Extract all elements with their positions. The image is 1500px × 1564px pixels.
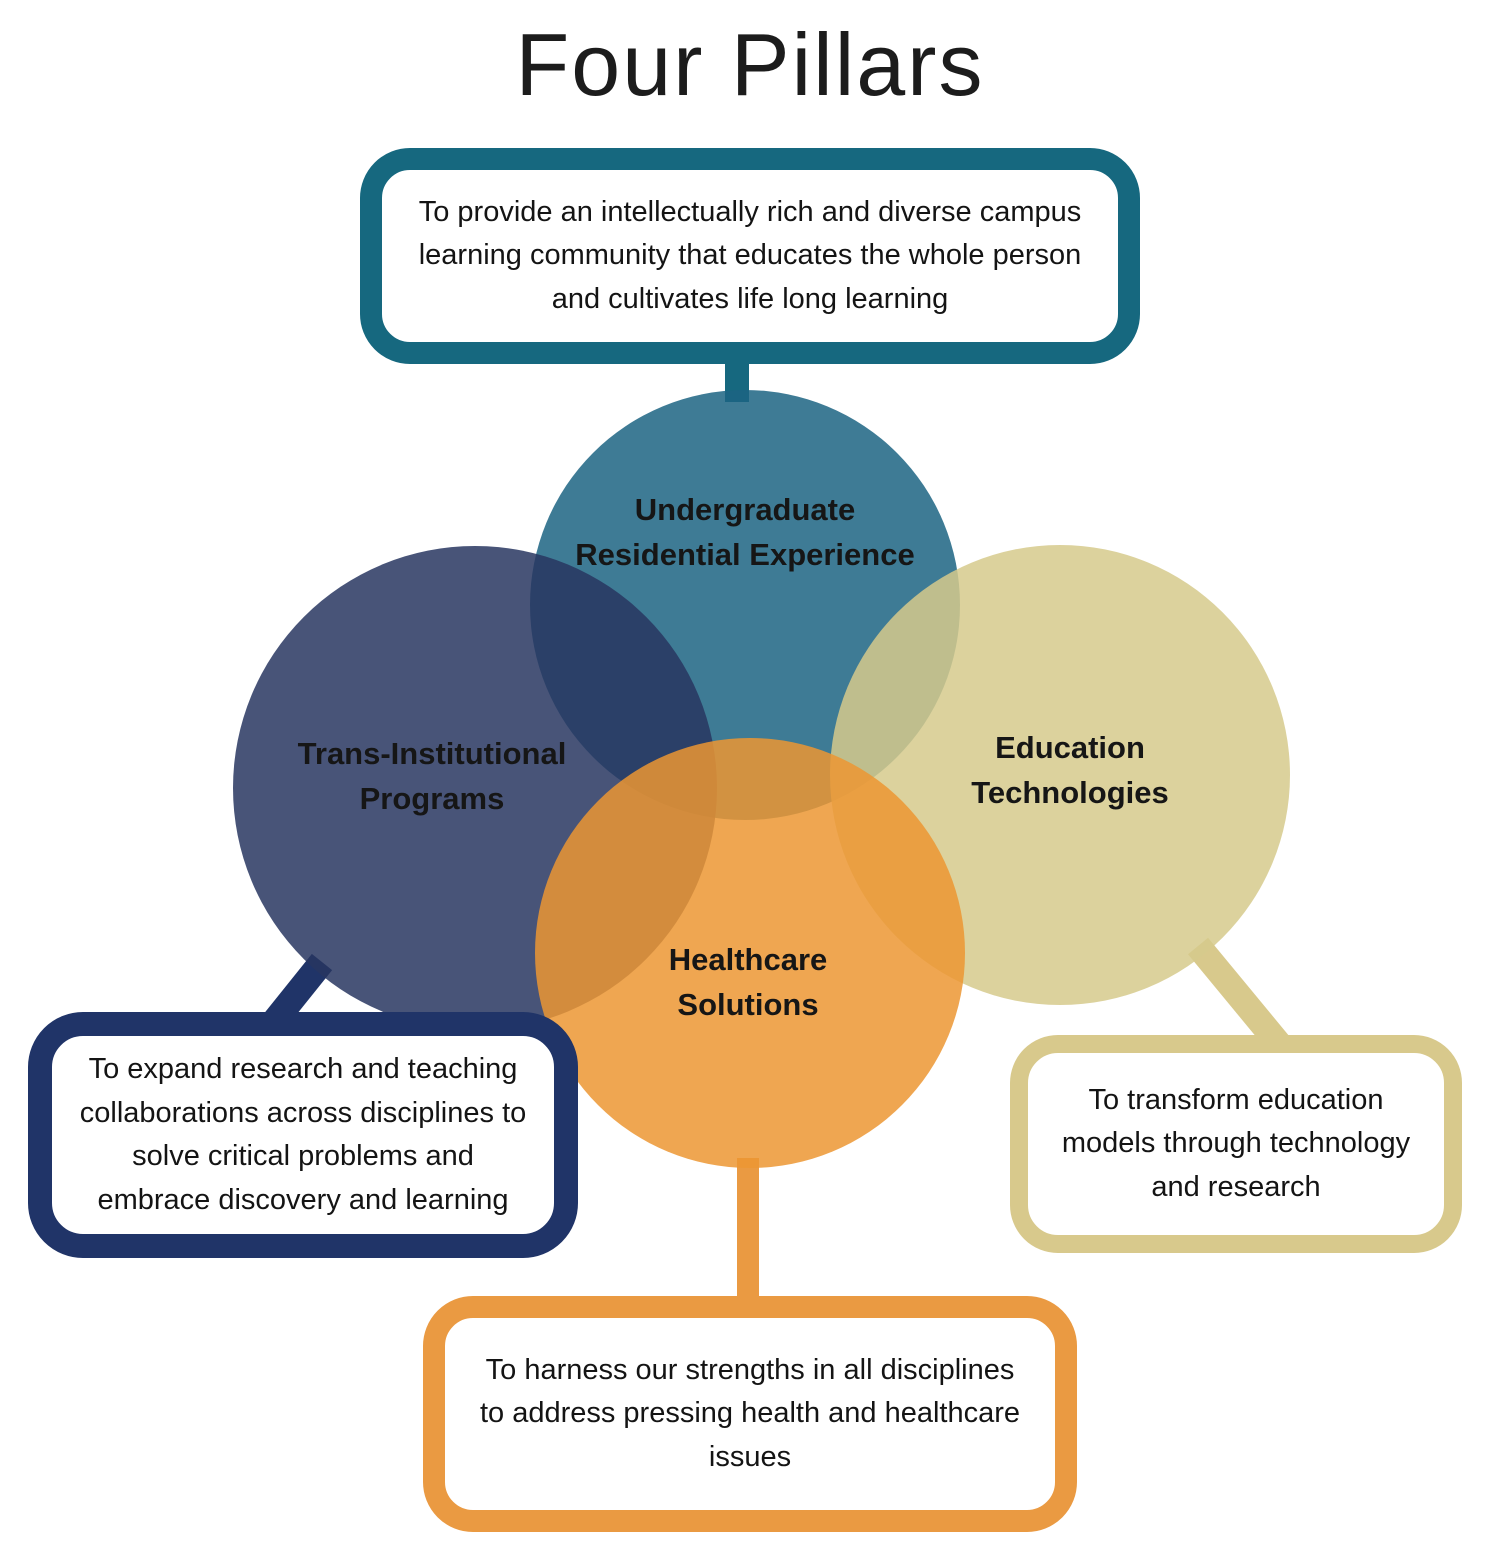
label-education-technologies: Education Technologies <box>971 730 1169 810</box>
label-trans-institutional-programs: Trans-Institutional Programs <box>297 736 567 816</box>
callout-education-technologies: To transform education models through te… <box>1010 1035 1462 1253</box>
callout-text-education-technologies: To transform education models through te… <box>1061 1083 1411 1203</box>
circle-healthcare-solutions <box>535 738 965 1168</box>
callout-undergraduate-residential-experience: To provide an intellectually rich and di… <box>360 148 1140 364</box>
label-healthcare-solutions: Healthcare Solutions <box>668 942 828 1022</box>
callout-text-healthcare: To harness our strengths in all discipli… <box>479 1353 1021 1473</box>
callout-text-undergraduate: To provide an intellectually rich and di… <box>418 195 1082 315</box>
label-undergraduate-residential-experience: Undergraduate Residential Experience <box>575 492 915 572</box>
callout-trans-institutional-programs: To expand research and teaching collabor… <box>28 1012 578 1258</box>
callout-text-trans-institutional: To expand research and teaching collabor… <box>79 1053 527 1216</box>
callout-healthcare-solutions: To harness our strengths in all discipli… <box>423 1296 1077 1532</box>
page-title: Four Pillars <box>515 15 985 114</box>
